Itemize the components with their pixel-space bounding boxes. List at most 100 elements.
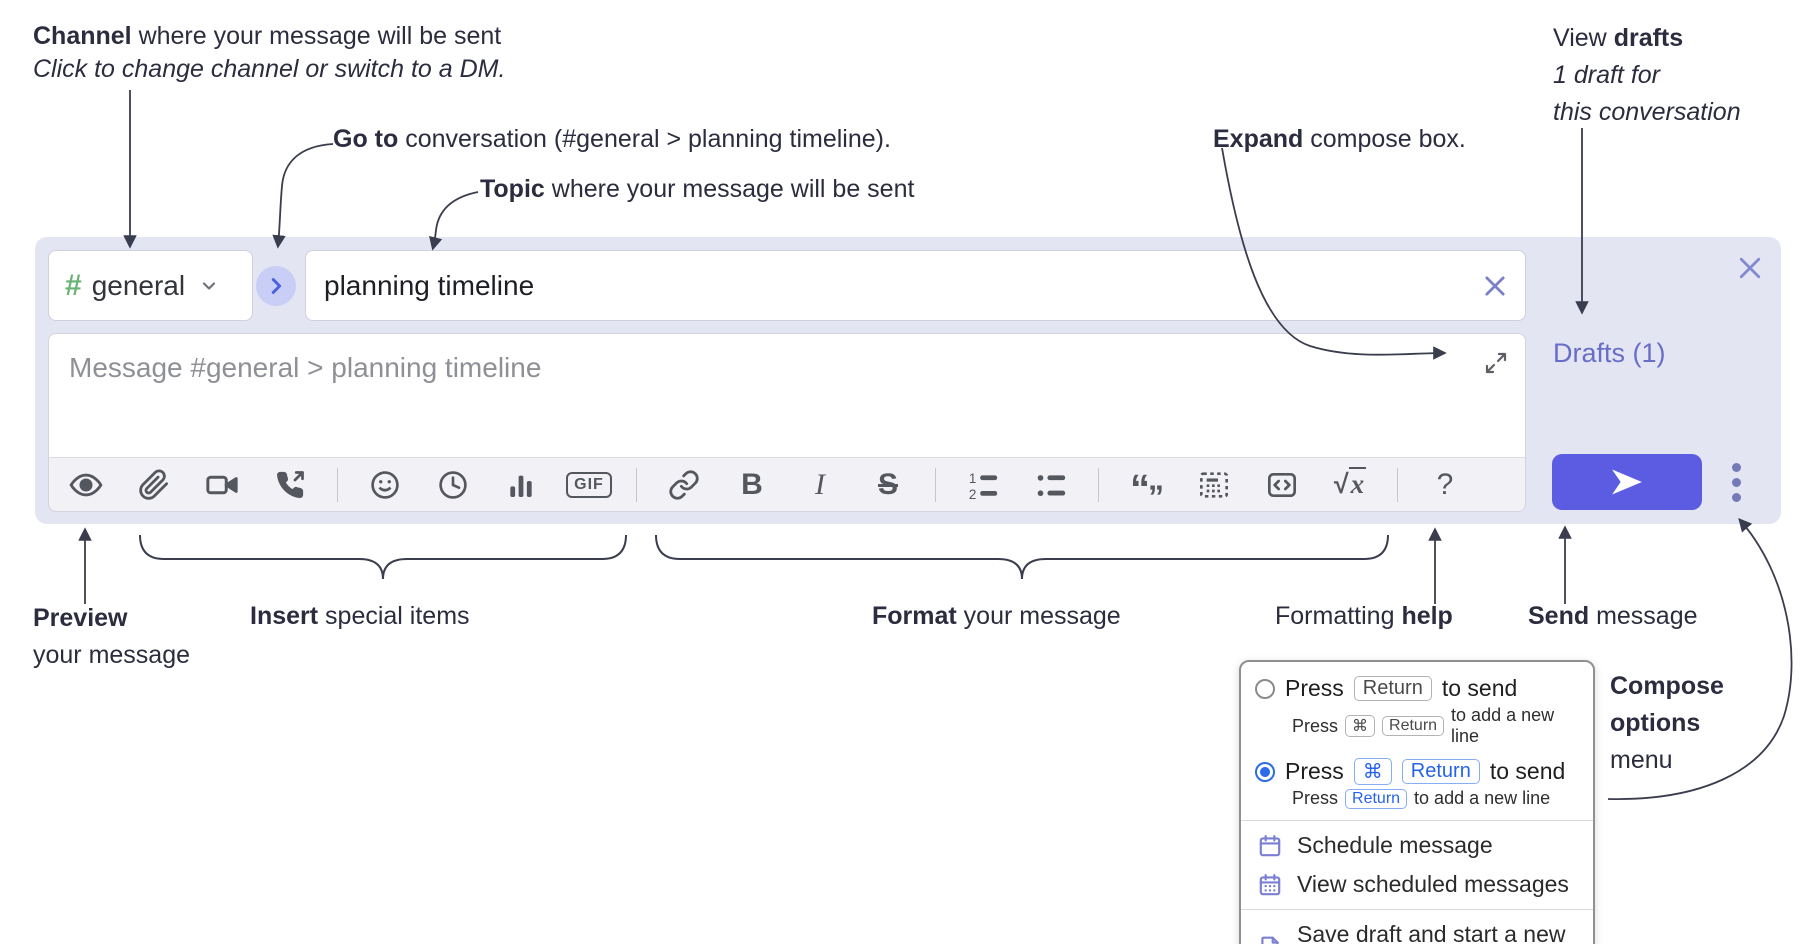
toolbar-divider [935, 467, 936, 502]
emoji-button[interactable] [351, 463, 419, 507]
spoiler-button[interactable] [1180, 463, 1248, 507]
bold-icon: B [741, 467, 763, 501]
svg-text:1: 1 [969, 470, 976, 485]
channel-name: general [91, 269, 186, 301]
gif-icon: GIF [566, 471, 612, 498]
bar-chart-icon [510, 475, 532, 497]
svg-text:2: 2 [969, 487, 976, 502]
channel-selector[interactable]: # general [48, 250, 253, 321]
eye-icon [69, 473, 103, 496]
message-panel [48, 333, 1526, 457]
chevron-down-icon [199, 276, 219, 296]
phone-outgoing-icon [277, 470, 304, 498]
send-icon [1612, 469, 1642, 495]
poll-button[interactable] [487, 463, 555, 507]
question-mark-icon: ? [1436, 467, 1454, 501]
strikethrough-icon: S [877, 467, 898, 501]
italic-button[interactable]: I [786, 463, 854, 507]
calendar-grid-icon [1257, 872, 1283, 898]
goto-annotation: Go to conversation (#general > planning … [333, 125, 891, 153]
quote-icon: “” [1130, 466, 1164, 515]
code-icon [1268, 472, 1296, 497]
go-to-conversation-button[interactable] [256, 266, 296, 306]
option-cmd-return-to-send[interactable]: Press ⌘ Return to send [1241, 753, 1593, 787]
code-button[interactable] [1248, 463, 1316, 507]
view-drafts-annotation: View drafts 1 draft for this conversatio… [1553, 24, 1741, 126]
return-key: Return [1353, 676, 1432, 701]
compose-options-menu: Press Return to send Press ⌘ Return to a… [1239, 660, 1595, 944]
cmd-key: ⌘ [1353, 758, 1392, 785]
math-sqrt-icon: √x [1333, 467, 1367, 499]
chevron-right-icon [271, 278, 282, 294]
topic-input[interactable] [306, 269, 1473, 302]
option-return-to-send-hint: Press ⌘ Return to add a new line [1292, 705, 1555, 746]
send-button[interactable] [1552, 454, 1702, 510]
video-camera-icon [206, 475, 238, 494]
close-icon [1739, 257, 1761, 279]
strikethrough-button[interactable]: S [854, 463, 922, 507]
voice-call-button[interactable] [256, 463, 324, 507]
vertical-dots-icon [1731, 462, 1741, 472]
clear-topic-button[interactable] [1473, 264, 1517, 308]
paperclip-icon [139, 468, 168, 500]
return-key: Return [1382, 716, 1445, 736]
math-button[interactable]: √x [1316, 463, 1384, 507]
formatting-help-annotation: Formatting help [1275, 602, 1453, 630]
topic-annotation: Topic where your message will be sent [480, 175, 915, 203]
video-call-button[interactable] [188, 463, 256, 507]
formatting-help-button[interactable]: ? [1411, 463, 1479, 507]
menu-divider [1241, 820, 1593, 821]
radio-selected-icon[interactable] [1255, 761, 1275, 782]
compose-options-annotation: Compose options menu [1610, 672, 1724, 774]
close-icon [1485, 275, 1505, 296]
option-return-to-send[interactable]: Press Return to send [1241, 670, 1593, 704]
numbered-list-icon: 12 [969, 470, 998, 502]
gif-button[interactable]: GIF [555, 463, 623, 507]
compose-options-menu-button[interactable] [1716, 458, 1756, 506]
drafts-link[interactable]: Drafts (1) [1553, 338, 1666, 368]
insert-brace [139, 534, 627, 580]
toolbar-divider [1397, 467, 1398, 502]
compose-box: # general [35, 237, 1781, 524]
preview-annotation: Preview your message [33, 604, 191, 669]
send-annotation: Send message [1528, 602, 1698, 630]
italic-icon: I [815, 467, 825, 501]
format-annotation: Format your message [872, 602, 1121, 630]
cmd-key: ⌘ [1345, 715, 1376, 737]
quote-button[interactable]: “” [1112, 463, 1180, 515]
channel-hash-icon: # [65, 268, 82, 302]
toolbar-divider [337, 467, 338, 502]
expand-icon [1485, 352, 1507, 374]
spoiler-icon [1200, 471, 1228, 498]
close-compose-button[interactable] [1729, 247, 1771, 289]
calendar-icon [1257, 833, 1283, 859]
draft-document-check-icon [1257, 935, 1283, 944]
save-draft-item[interactable]: Save draft and start a new message [1241, 915, 1593, 944]
bulleted-list-button[interactable] [1017, 463, 1085, 507]
message-input[interactable] [49, 334, 1525, 457]
schedule-message-item[interactable]: Schedule message [1241, 826, 1593, 865]
toolbar-divider [1098, 467, 1099, 502]
insert-annotation: Insert special items [250, 602, 470, 630]
link-button[interactable] [650, 463, 718, 507]
format-brace [655, 534, 1389, 580]
link-icon [669, 469, 699, 500]
topic-field [305, 250, 1526, 321]
smiley-icon [371, 470, 399, 499]
expand-annotation: Expand compose box. [1213, 125, 1466, 153]
option-cmd-return-to-send-hint: Press Return to add a new line [1292, 788, 1551, 809]
view-scheduled-messages-item[interactable]: View scheduled messages [1241, 865, 1593, 904]
goto-arrow [272, 143, 334, 249]
preview-button[interactable] [52, 463, 120, 507]
bold-button[interactable]: B [718, 463, 786, 507]
return-key: Return [1401, 759, 1480, 784]
bulleted-list-icon [1037, 474, 1066, 496]
time-button[interactable] [419, 463, 487, 507]
toolbar-divider [636, 467, 637, 502]
radio-unselected-icon[interactable] [1255, 678, 1275, 699]
expand-compose-button[interactable] [1479, 346, 1513, 380]
menu-divider [1241, 909, 1593, 910]
attach-file-button[interactable] [120, 463, 188, 507]
